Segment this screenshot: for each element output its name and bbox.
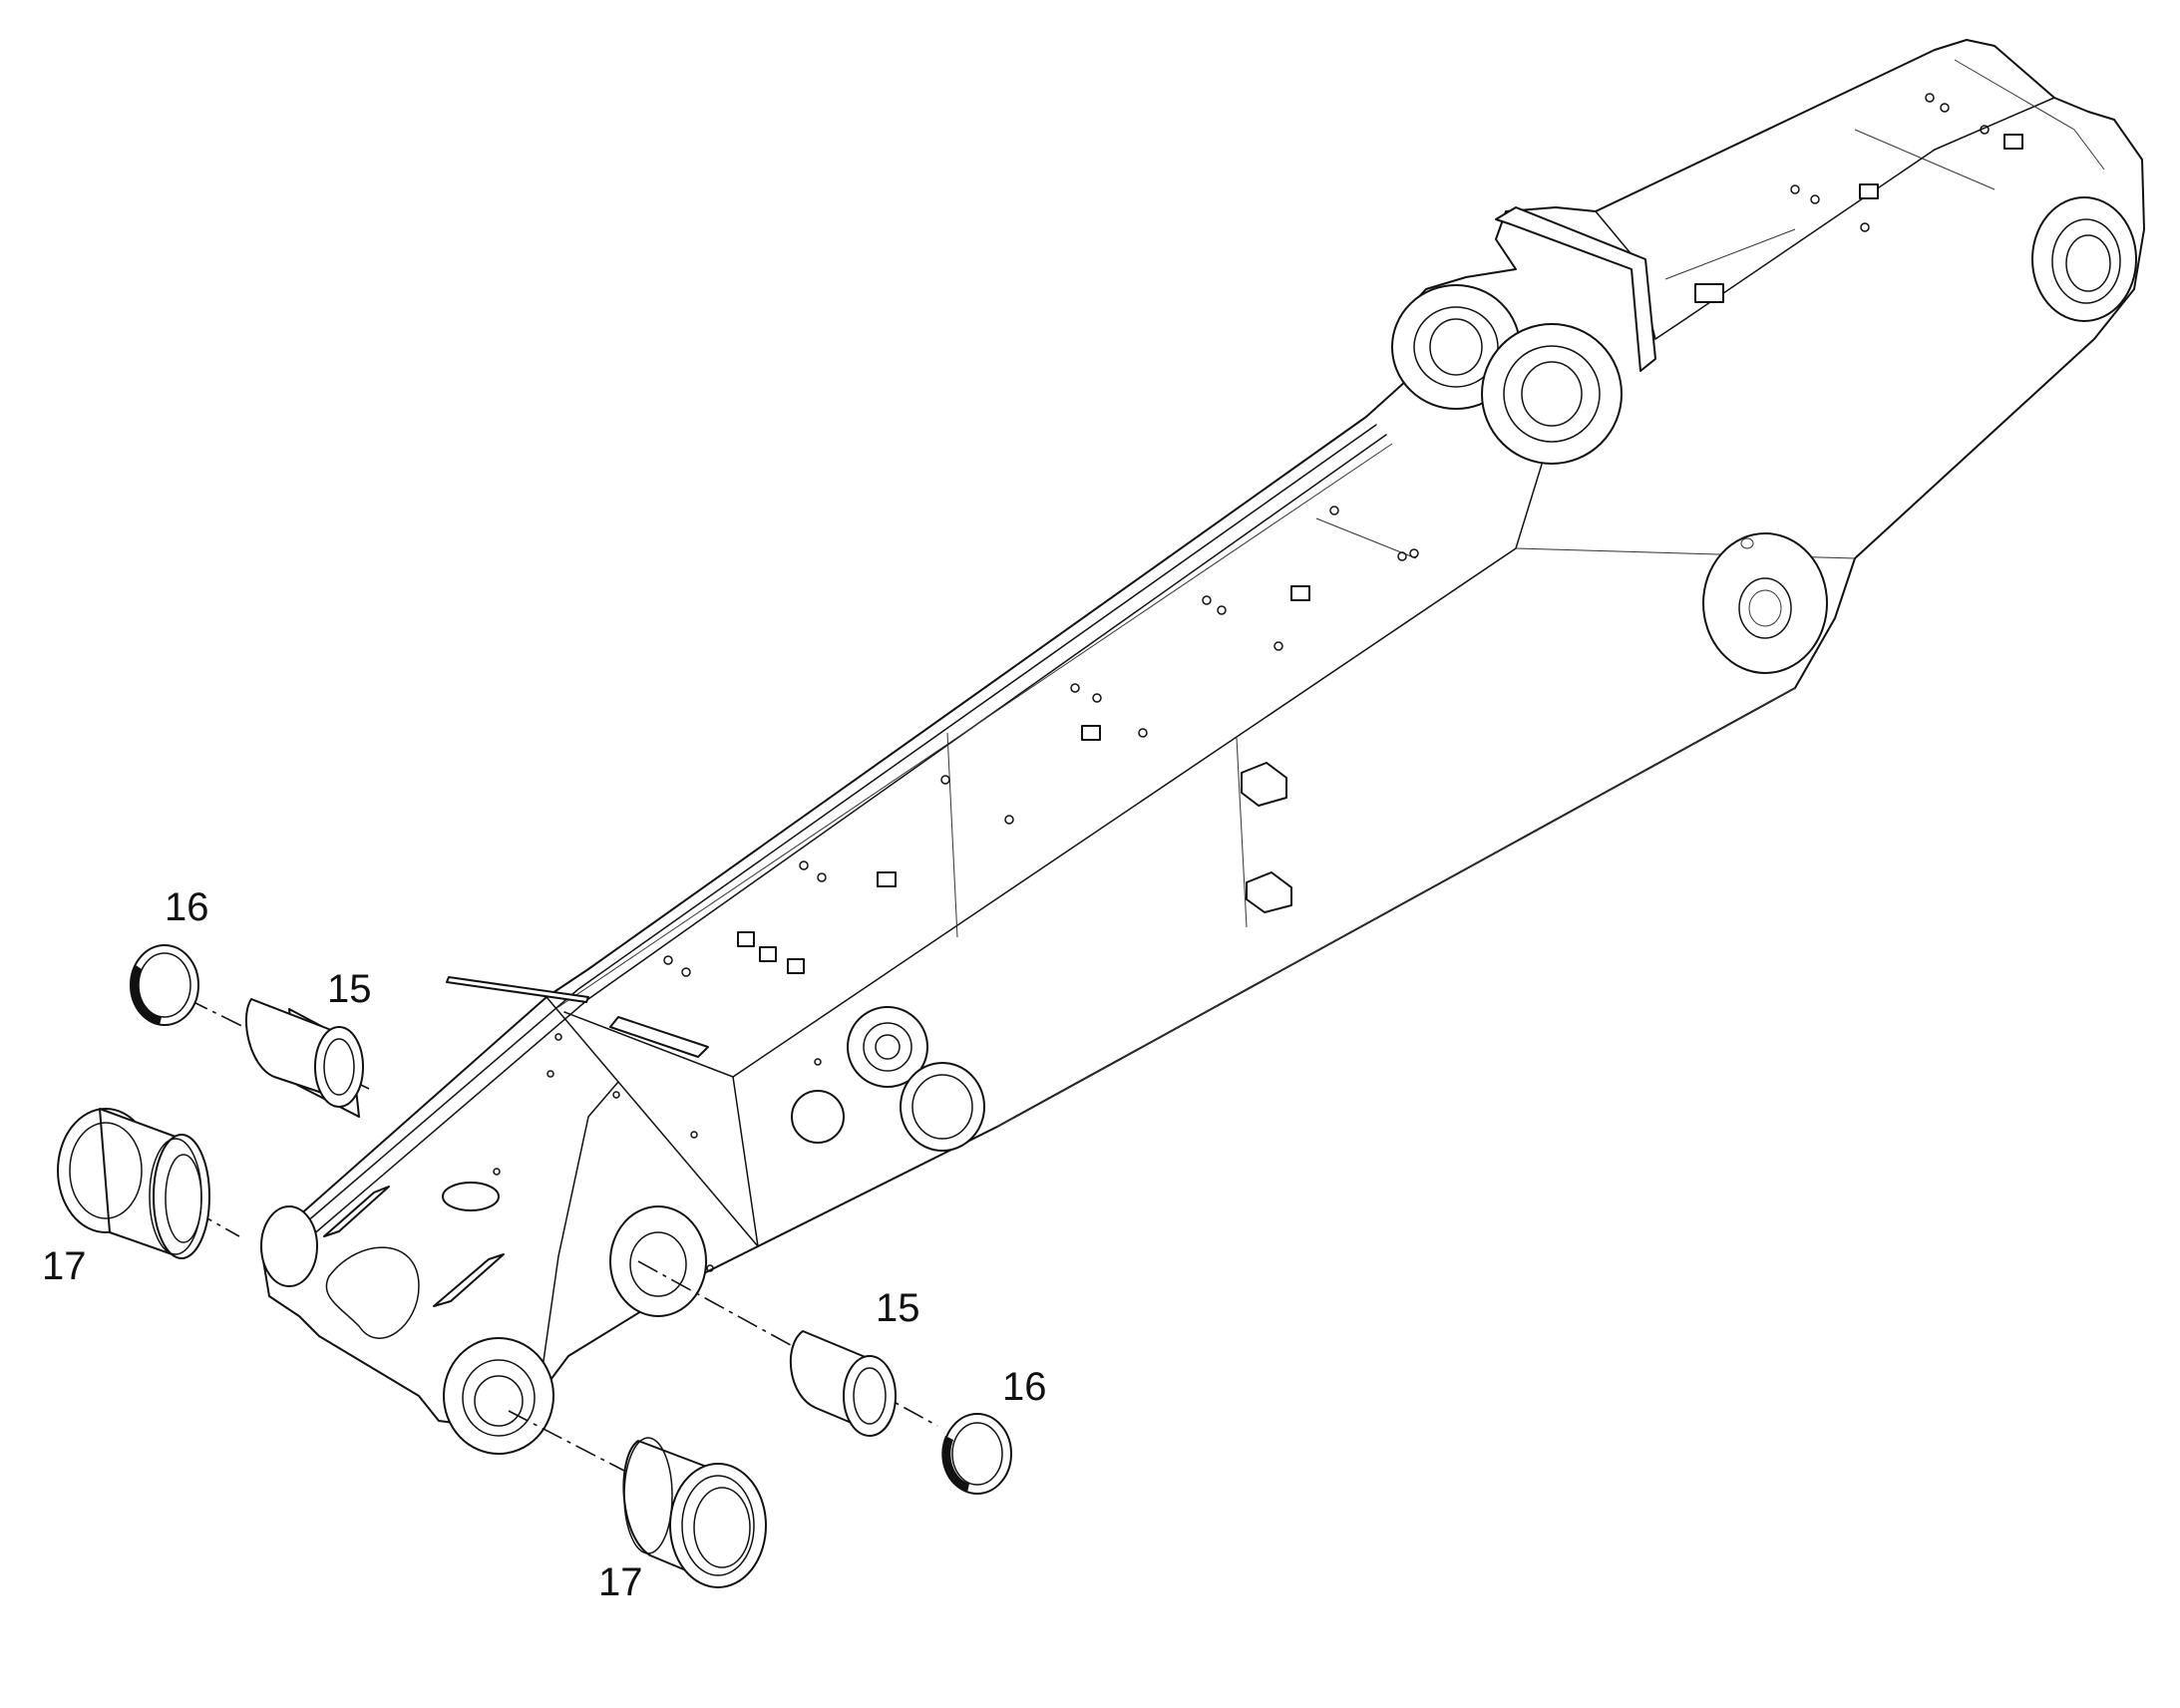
callout-16-upper: 16 [165, 885, 209, 929]
fastener-bosses [493, 93, 2023, 1272]
boom-arm [260, 39, 2145, 1455]
part-15-bushing-upper [244, 998, 364, 1118]
callout-15-upper: 15 [327, 967, 372, 1011]
callout-17-lower: 17 [598, 1560, 643, 1604]
part-16-retaining-ring-lower [941, 1413, 1012, 1495]
boom-outline [260, 39, 2145, 1427]
part-17-flanged-bushing-upper [57, 1108, 210, 1259]
part-15-bushing-lower [790, 1330, 897, 1437]
callout-labels: 16 15 17 15 16 17 [42, 885, 1047, 1604]
callout-15-lower: 15 [876, 1286, 920, 1330]
part-17-flanged-bushing-lower [622, 1437, 767, 1588]
callout-16-lower: 16 [1002, 1365, 1047, 1409]
callout-17-upper: 17 [42, 1244, 87, 1288]
part-16-retaining-ring-upper [130, 944, 199, 1026]
